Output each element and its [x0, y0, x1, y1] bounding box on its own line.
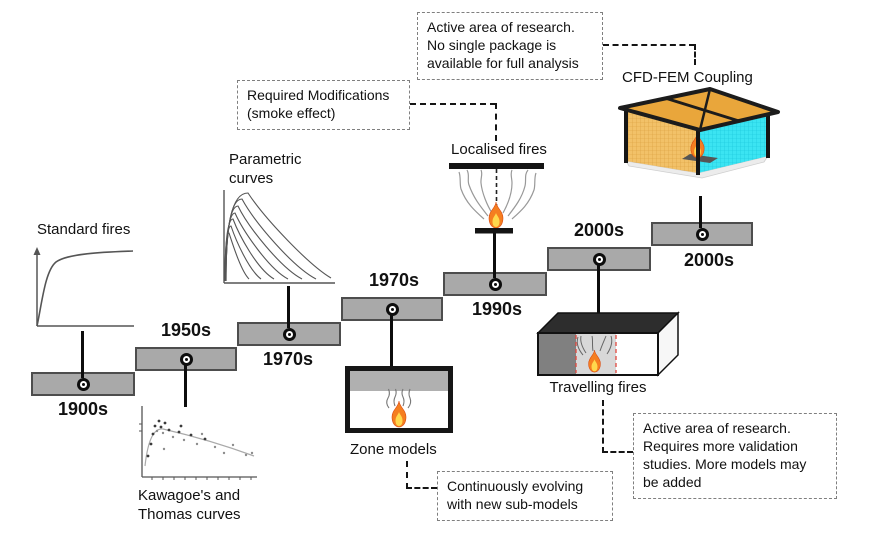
standard-fires-curve-icon [33, 247, 134, 327]
timeline-step-2000s-b [651, 222, 753, 246]
connector-required-mod-vertical [495, 103, 497, 141]
parametric-curves-icon [223, 190, 335, 284]
callout-cfd-research: Active area of research. No single packa… [417, 12, 603, 80]
stem-zone-models [390, 315, 393, 366]
callout-required-modifications: Required Modifications (smoke effect) [237, 80, 410, 130]
zone-smoke-layer [350, 371, 448, 391]
timeline-node-marker [282, 327, 296, 341]
timeline-node-marker [488, 277, 502, 291]
connector-cfd-research-vertical [694, 44, 696, 65]
zone-models-icon [345, 366, 453, 433]
kawagoe-thomas-chart-icon [139, 406, 257, 480]
decade-label-1970s-b: 1970s [368, 270, 420, 290]
stem-cfd-fem [699, 196, 702, 228]
timeline-node-marker [179, 352, 193, 366]
cfd-fem-pavilion-icon [618, 87, 780, 179]
timeline-step-1950s [135, 347, 237, 371]
localised-fires-label: Localised fires [451, 141, 547, 158]
stem-parametric [287, 286, 290, 328]
connector-cfd-research-horizontal [603, 44, 695, 46]
zone-models-label: Zone models [350, 441, 437, 458]
decade-label-1900s: 1900s [57, 399, 109, 419]
stem-travelling-fires [597, 265, 600, 313]
connector-zone-vertical [406, 461, 408, 489]
kawagoe-thomas-label: Kawagoe's and Thomas curves [138, 487, 241, 523]
connector-travelling-vertical [602, 400, 604, 453]
standard-fires-label: Standard fires [37, 221, 131, 238]
connector-zone-horizontal [406, 487, 437, 489]
parametric-curves-label: Parametric curves [229, 151, 302, 187]
connector-travelling-horizontal [602, 451, 633, 453]
timeline-node-marker [76, 377, 90, 391]
timeline-node-marker [385, 302, 399, 316]
timeline-step-1990s [443, 272, 547, 296]
cfd-fem-label: CFD-FEM Coupling [622, 69, 753, 86]
timeline-node-marker [592, 252, 606, 266]
stem-kawagoe [184, 365, 187, 407]
decade-label-1950s: 1950s [160, 320, 212, 340]
timeline-node-marker [695, 227, 709, 241]
decade-label-2000s-a: 2000s [573, 220, 625, 240]
zone-flame-icon [386, 388, 412, 428]
callout-zone-evolving: Continuously evolving with new sub-model… [437, 471, 613, 521]
connector-required-mod-horizontal [410, 103, 496, 105]
localised-fires-icon [449, 163, 544, 234]
travelling-fires-label: Travelling fires [549, 379, 647, 396]
stem-standard-fires [81, 331, 84, 378]
stem-localised-fires [493, 233, 496, 278]
decade-label-1970s-a: 1970s [262, 349, 314, 369]
travelling-fires-icon [536, 311, 680, 377]
callout-travelling-research: Active area of research. Requires more v… [633, 413, 837, 499]
decade-label-2000s-b: 2000s [683, 250, 735, 270]
decade-label-1990s: 1990s [471, 299, 523, 319]
